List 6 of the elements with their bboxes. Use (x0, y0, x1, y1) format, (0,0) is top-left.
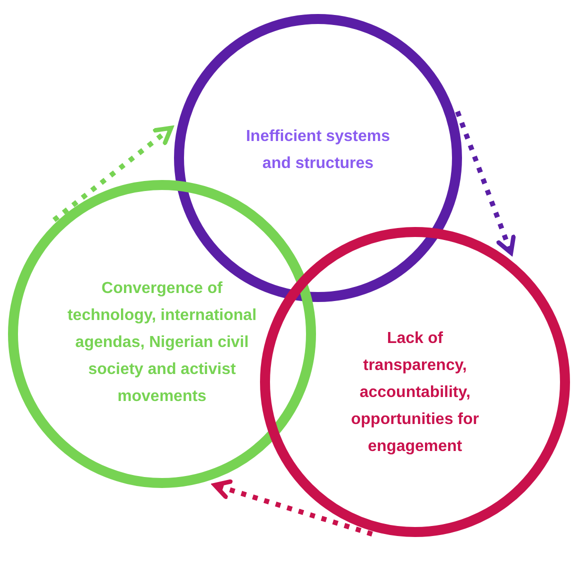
dotted-arrow (212, 479, 373, 536)
circle-label: Lack of transparency, accountability, opportunities for engagement (350, 328, 480, 456)
circle-label: Convergence of technology, international agendas, Nigerian civil society and activist movements (66, 278, 258, 406)
dotted-arrow (52, 126, 174, 222)
circle-label: Inefficient systems and structures (244, 127, 392, 174)
dotted-arrow (455, 110, 516, 255)
